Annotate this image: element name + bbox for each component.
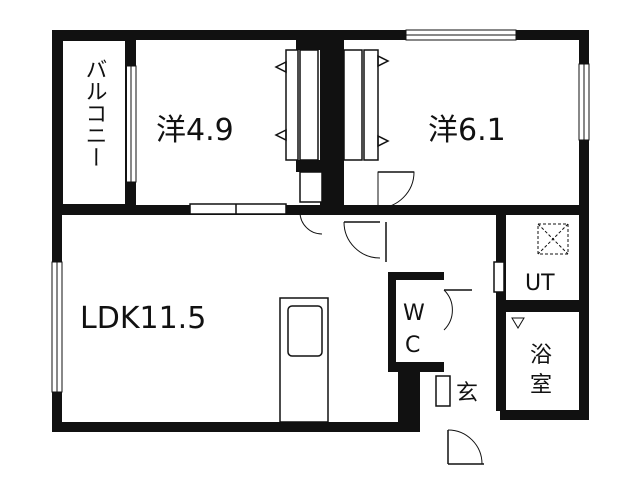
- bath-label-2: 室: [530, 373, 552, 398]
- bath-label-1: 浴: [530, 343, 552, 368]
- shoe-box: [435, 375, 451, 407]
- utility-label: UT: [525, 271, 555, 296]
- doors: [189, 171, 505, 465]
- toilet-label-c: C: [405, 333, 420, 358]
- room-labels: バルコニー 洋4.9 洋6.1 LDK11.5 UT W C 浴 室 玄: [80, 58, 555, 406]
- closets: [274, 49, 390, 161]
- windows: [51, 29, 590, 393]
- kitchen-counter: [279, 297, 329, 423]
- western-room-2-label: 洋6.1: [428, 113, 506, 148]
- ldk-label: LDK11.5: [80, 301, 206, 336]
- balcony-label-1: バルコニー: [82, 58, 107, 168]
- walls: [52, 30, 589, 432]
- bath-door-mark: [511, 317, 525, 329]
- entrance-label: 玄: [456, 381, 478, 406]
- western-room-1-label: 洋4.9: [156, 113, 234, 148]
- washer-spot: [537, 223, 569, 255]
- toilet-label-w: W: [403, 301, 425, 326]
